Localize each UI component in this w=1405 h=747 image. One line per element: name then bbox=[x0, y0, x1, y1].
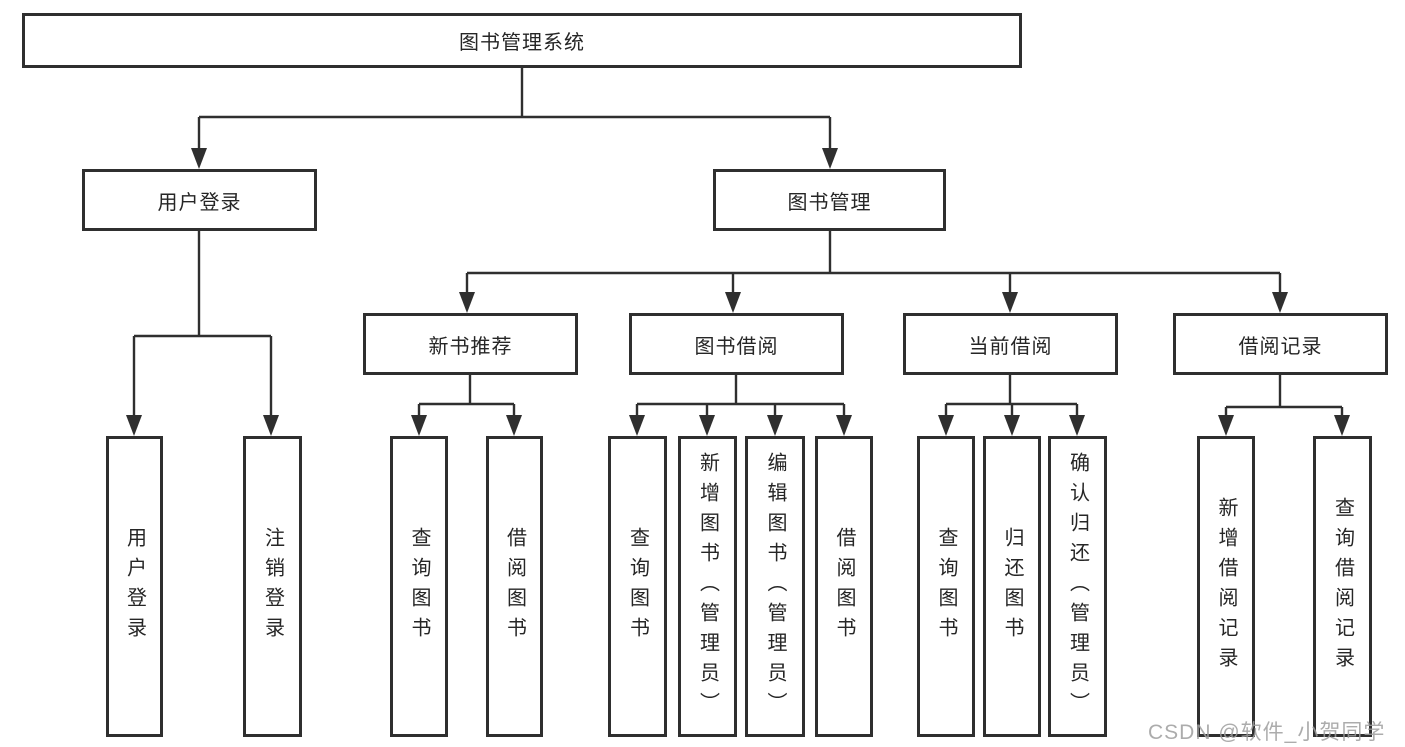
node-root-system: 图书管理系统 bbox=[22, 13, 1022, 68]
node-root-label: 图书管理系统 bbox=[459, 32, 585, 54]
leaf-label: 借阅图书 bbox=[833, 526, 855, 647]
leaf-label: 注销登录 bbox=[261, 526, 284, 647]
node-borrow-records: 借阅记录 bbox=[1173, 313, 1388, 375]
node-book-borrow: 图书借阅 bbox=[629, 313, 844, 375]
node-new-book-recommend: 新书推荐 bbox=[363, 313, 578, 375]
leaf-label: 编辑图书（管理员） bbox=[764, 451, 786, 722]
leaf-user-login: 用户登录 bbox=[106, 436, 163, 737]
node-label: 借阅记录 bbox=[1238, 335, 1323, 358]
leaf-borrow-books-recommend: 借阅图书 bbox=[486, 436, 543, 737]
leaf-label: 确认归还（管理员） bbox=[1066, 451, 1089, 722]
leaf-add-borrow-record: 新增借阅记录 bbox=[1197, 436, 1255, 737]
leaf-query-books-recommend: 查询图书 bbox=[390, 436, 448, 737]
node-label: 图书借阅 bbox=[694, 335, 779, 358]
leaf-label: 借阅图书 bbox=[503, 526, 526, 647]
leaf-return-books: 归还图书 bbox=[983, 436, 1041, 737]
node-label: 用户登录 bbox=[157, 191, 242, 214]
leaf-label: 归还图书 bbox=[1001, 526, 1023, 647]
leaf-query-books-current: 查询图书 bbox=[917, 436, 975, 737]
leaf-query-books-borrow: 查询图书 bbox=[608, 436, 667, 737]
csdn-watermark: CSDN @软件_小贺同学 bbox=[1148, 721, 1386, 744]
leaf-label: 查询借阅记录 bbox=[1331, 496, 1354, 677]
node-user-login-branch: 用户登录 bbox=[82, 169, 317, 231]
leaf-borrow-books: 借阅图书 bbox=[815, 436, 873, 737]
node-current-borrow: 当前借阅 bbox=[903, 313, 1118, 375]
leaf-label: 新增借阅记录 bbox=[1215, 496, 1237, 677]
leaf-label: 查询图书 bbox=[408, 526, 430, 647]
leaf-label: 用户登录 bbox=[123, 526, 146, 647]
leaf-label: 查询图书 bbox=[626, 526, 649, 647]
leaf-confirm-return-admin: 确认归还（管理员） bbox=[1048, 436, 1107, 737]
leaf-add-books-admin: 新增图书（管理员） bbox=[678, 436, 737, 737]
node-book-management-branch: 图书管理 bbox=[713, 169, 946, 231]
leaf-edit-books-admin: 编辑图书（管理员） bbox=[745, 436, 805, 737]
leaf-label: 查询图书 bbox=[935, 526, 957, 647]
node-label: 图书管理 bbox=[787, 191, 872, 214]
node-label: 当前借阅 bbox=[968, 335, 1053, 358]
leaf-logout: 注销登录 bbox=[243, 436, 302, 737]
leaf-query-borrow-record: 查询借阅记录 bbox=[1313, 436, 1372, 737]
leaf-label: 新增图书（管理员） bbox=[696, 451, 719, 722]
node-label: 新书推荐 bbox=[428, 335, 513, 358]
